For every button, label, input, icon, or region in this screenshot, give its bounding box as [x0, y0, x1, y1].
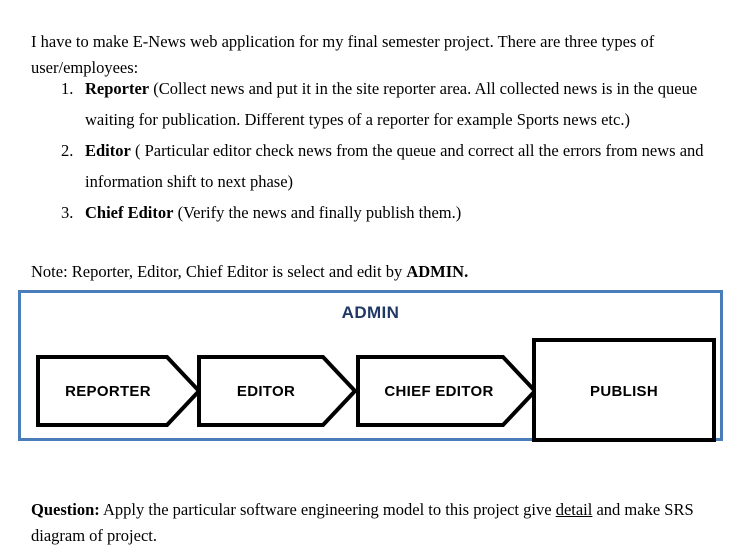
flow-node-editor[interactable]: EDITOR [197, 355, 358, 427]
chevron-shape-chief-editor [356, 355, 538, 427]
list-item: 1. Reporter (Collect news and put it in t… [31, 73, 723, 135]
question-underlined-word: detail [555, 499, 593, 519]
admin-workflow-diagram: ADMIN REPORTER EDITOR CHIEF EDITOR PUBLI… [18, 290, 723, 442]
flow-node-reporter[interactable]: REPORTER [36, 355, 202, 427]
chevron-shape-reporter [36, 355, 202, 427]
list-item-term: Chief Editor [85, 203, 174, 222]
flow-node-publish[interactable]: PUBLISH [532, 338, 716, 442]
list-marker: 1. [61, 79, 74, 98]
list-item-text: ( Particular editor check news from the … [85, 141, 704, 191]
list-marker: 2. [61, 141, 74, 160]
list-item-text: (Verify the news and finally publish the… [173, 203, 462, 222]
list-item-term: Reporter [85, 79, 150, 98]
user-types-list: 1. Reporter (Collect news and put it in t… [31, 73, 723, 228]
intro-paragraph: I have to make E-News web application fo… [31, 31, 655, 77]
list-item: 2. Editor ( Particular editor check news … [31, 135, 723, 197]
list-marker: 3. [61, 203, 74, 222]
rectangle-shape-publish [532, 338, 716, 442]
flow-node-label-publish: PUBLISH [590, 383, 658, 400]
question-text-part2: and make SRS diagram of project. [31, 499, 694, 545]
flow-node-label-reporter: REPORTER [65, 383, 151, 400]
diagram-title: ADMIN [341, 303, 400, 322]
note-paragraph: Note: Reporter, Editor, Chief Editor is … [31, 260, 721, 284]
flow-node-label-chief-editor: CHIEF EDITOR [384, 383, 493, 400]
flow-node-chief-editor[interactable]: CHIEF EDITOR [356, 355, 538, 427]
note-admin-strong: ADMIN. [406, 261, 469, 281]
list-item: 3. Chief Editor (Verify the news and fina… [31, 197, 723, 228]
question-text-part1: Apply the particular software engineerin… [99, 499, 556, 519]
list-item-term: Editor [85, 141, 131, 160]
question-paragraph: Question: Apply the particular software … [31, 497, 721, 549]
question-label: Question: [31, 499, 100, 519]
chevron-shape-editor [197, 355, 358, 427]
note-text: Note: Reporter, Editor, Chief Editor is … [31, 261, 407, 281]
flow-node-label-editor: EDITOR [237, 383, 295, 400]
list-item-text: (Collect news and put it in the site rep… [85, 79, 698, 129]
